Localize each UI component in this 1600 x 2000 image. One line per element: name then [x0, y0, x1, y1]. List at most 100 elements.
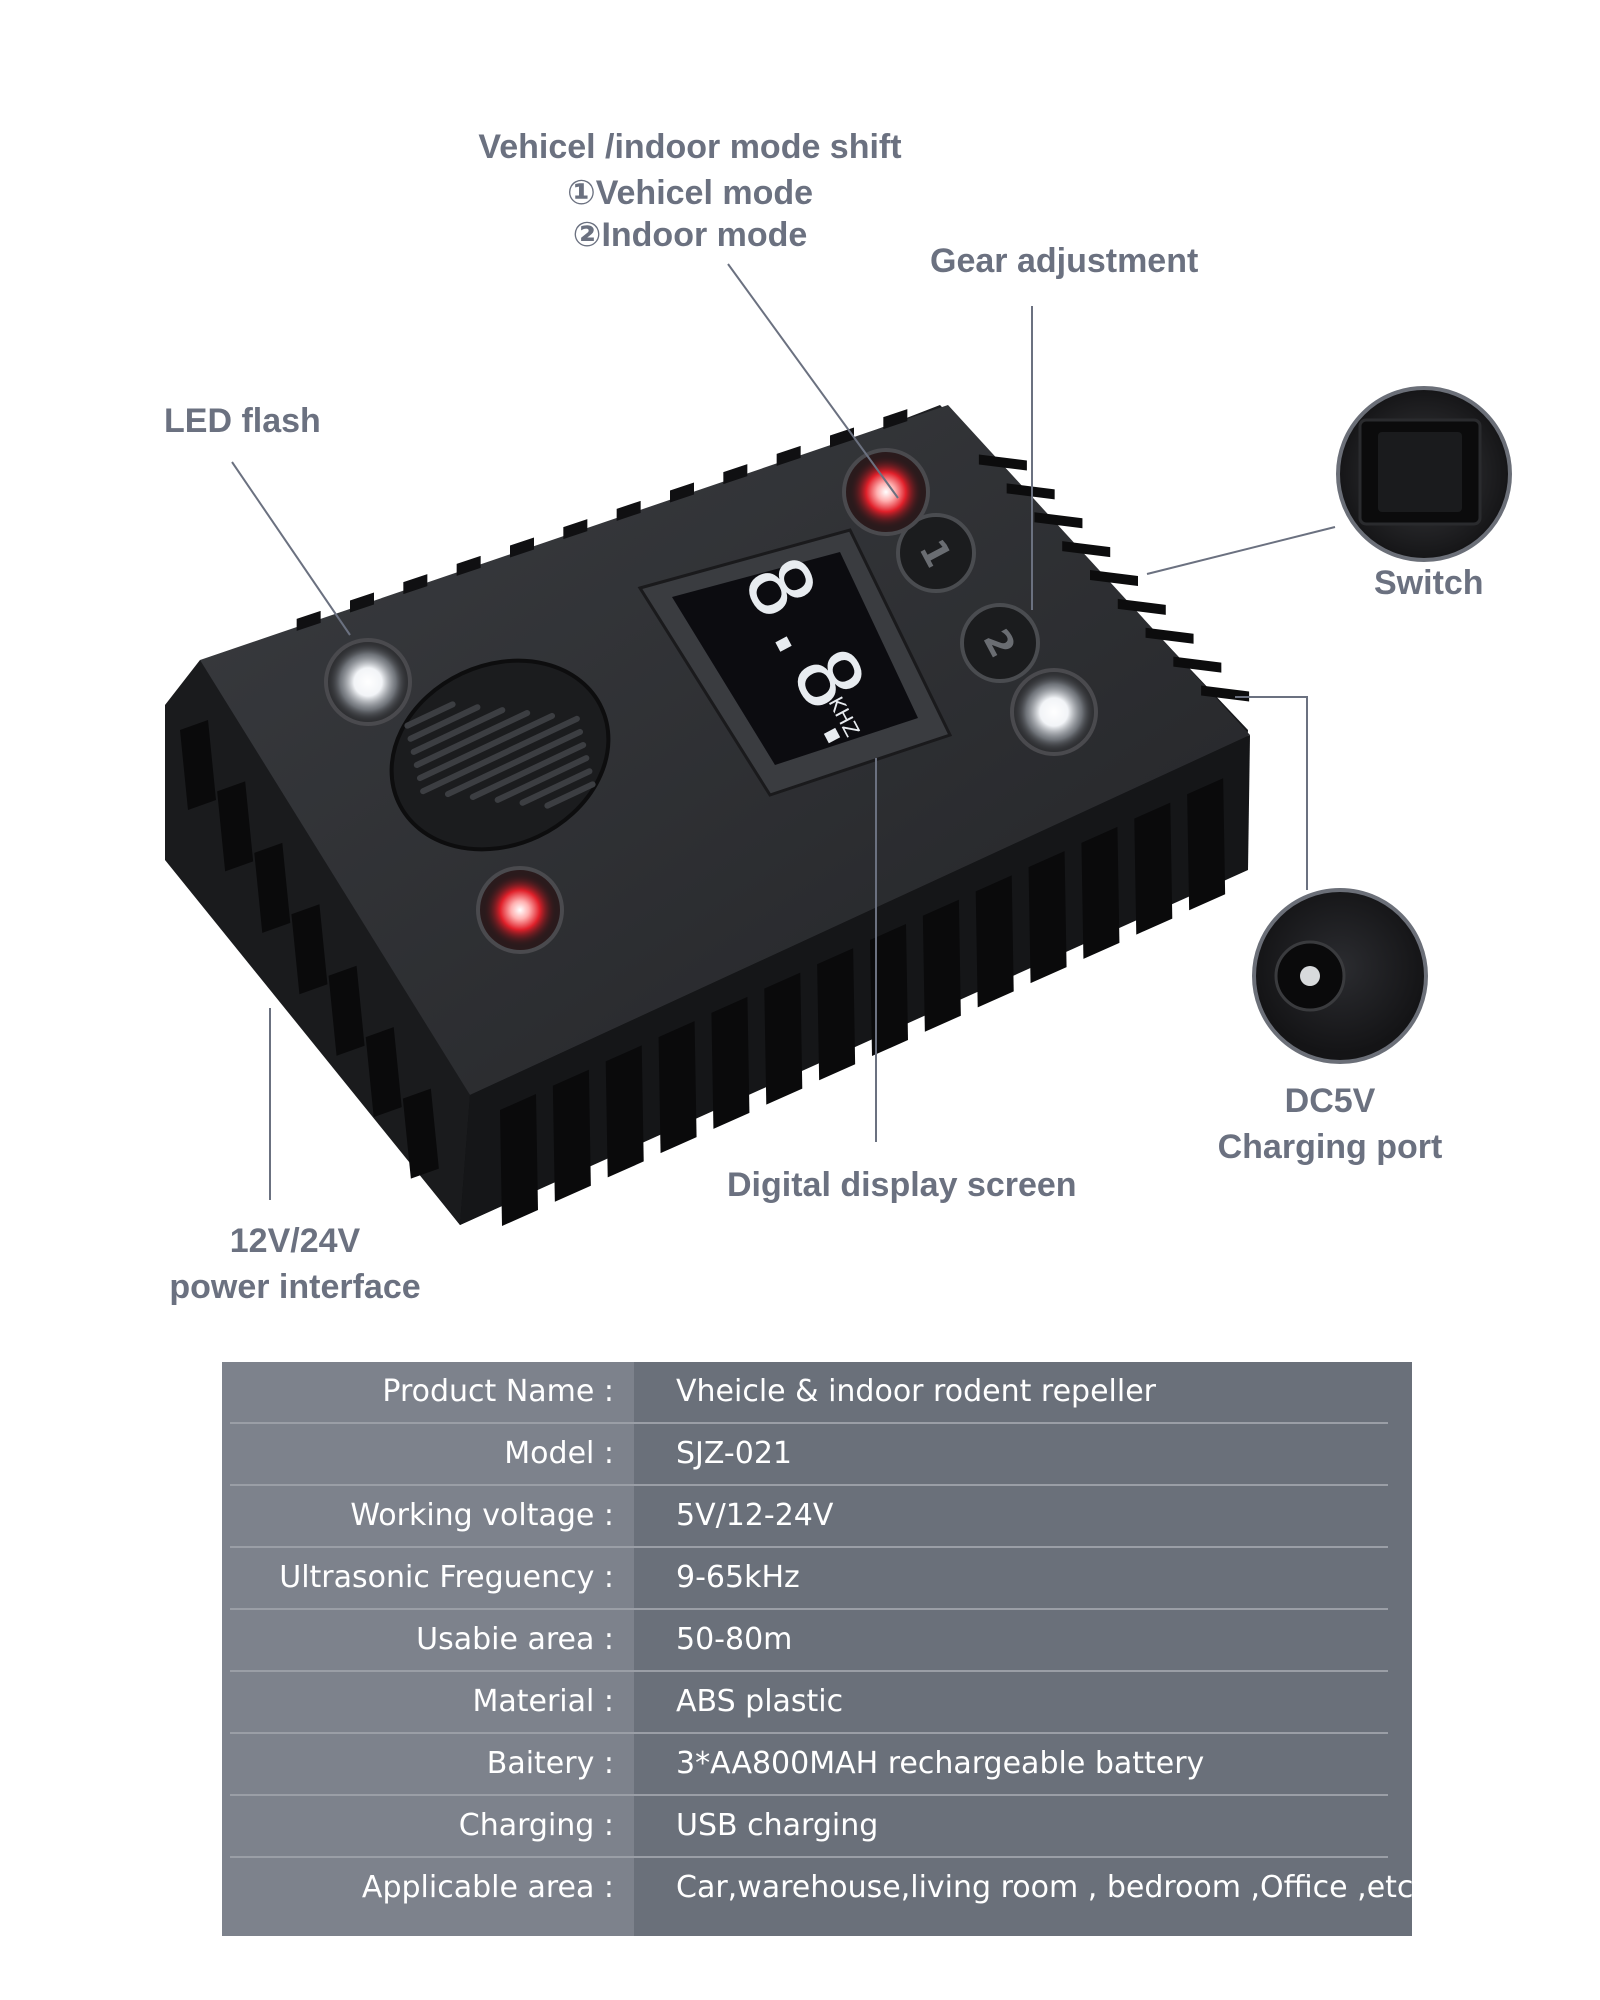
ridge [296, 610, 321, 631]
spec-label: Charging : [458, 1808, 614, 1843]
spec-label: Model : [504, 1436, 614, 1471]
grille-slot [416, 712, 556, 782]
ridge [217, 781, 254, 872]
speaker-grille [389, 658, 611, 852]
mode-button-2[interactable]: 2 [960, 603, 1040, 683]
ridge [552, 1069, 591, 1202]
spec-table-value-column [634, 1362, 1412, 1936]
callout-mode-shift-title: Vehicel /indoor mode shift [478, 128, 902, 166]
digital-display-screen: 8.8. KHZ [637, 528, 953, 797]
ridge [402, 1088, 439, 1179]
spec-label: Baitery : [486, 1746, 614, 1781]
spec-value: SJZ-021 [676, 1436, 793, 1471]
ridge [328, 965, 365, 1056]
spec-value: 5V/12-24V [676, 1498, 834, 1533]
spec-label: Usabie area : [416, 1622, 614, 1657]
spec-label: Product Name : [382, 1374, 614, 1409]
ridge [883, 409, 908, 430]
callout-led-flash: LED flash [164, 402, 321, 440]
spec-row: Usabie area : 50-80m [230, 1610, 1388, 1672]
callout-dc5v-line2: Charging port [1217, 1128, 1443, 1166]
grille-slot [469, 742, 587, 800]
ridge [922, 899, 961, 1032]
ridge [870, 924, 908, 1056]
ridge [764, 972, 803, 1105]
spec-value: ABS plastic [676, 1684, 844, 1719]
spec-row: Baitery : 3*AA800MAH rechargeable battery [230, 1734, 1388, 1796]
callout-gear-adjustment: Gear adjustment [930, 242, 1199, 280]
ridge [616, 500, 641, 521]
ridge [254, 842, 291, 933]
spec-row: Applicable area : Car,warehouse,living ro… [230, 1858, 1413, 1920]
grille-slot [494, 755, 590, 803]
led-white-right [1010, 668, 1098, 756]
spec-row: Ultrasonic Freguency : 9-65kHz [230, 1548, 1388, 1610]
ridge [1134, 802, 1173, 935]
led-white-left [324, 638, 412, 726]
ridge [1145, 627, 1194, 644]
spec-value: Car,warehouse,living room , bedroom ,Off… [676, 1870, 1414, 1905]
grille-slot [544, 781, 596, 809]
callout-dc5v-line1: DC5V [1284, 1082, 1376, 1120]
ridge [1173, 656, 1222, 673]
ridge [1062, 541, 1111, 558]
spec-value: Vheicle & indoor rodent repeller [676, 1374, 1156, 1409]
grip-ridges-left [180, 720, 439, 1179]
grille-slot [410, 707, 506, 755]
spec-label: Ultrasonic Freguency : [279, 1560, 614, 1595]
ridge [830, 427, 854, 448]
spec-label: Working voltage : [350, 1498, 614, 1533]
spec-value: 9-65kHz [676, 1560, 800, 1595]
spec-row: Charging : USB charging [230, 1796, 1388, 1858]
callout-digital-display: Digital display screen [727, 1166, 1077, 1204]
ridge [1117, 598, 1166, 615]
spec-table: Product Name : Vheicle & indoor rodent re… [222, 1362, 1413, 1936]
ridge [350, 592, 374, 613]
ridge [500, 1094, 538, 1226]
spec-label: Material : [472, 1684, 614, 1719]
spec-row: Product Name : Vheicle & indoor rodent re… [230, 1362, 1388, 1424]
callout-indoor-mode: ②Indoor mode [572, 216, 808, 254]
ridge [817, 948, 856, 1081]
led-red-top [842, 448, 930, 536]
led-red-bottom [476, 866, 564, 954]
spec-value: 3*AA800MAH rechargeable battery [676, 1746, 1205, 1781]
mode-button-1[interactable]: 1 [896, 513, 976, 593]
ridge [978, 454, 1027, 471]
spec-row: Material : ABS plastic [230, 1672, 1388, 1734]
device-body [165, 405, 1250, 1225]
ridge [605, 1045, 644, 1178]
spec-row: Model : SJZ-021 [230, 1424, 1388, 1486]
ridge [711, 996, 750, 1129]
ridge [1006, 483, 1055, 500]
ridge [1081, 826, 1120, 959]
switch-inset[interactable] [1336, 386, 1512, 562]
leader-lines [231, 263, 1336, 1200]
callout-dc5v: DC5V Charging port [1210, 1078, 1450, 1170]
callout-power-line1: 12V/24V [229, 1222, 361, 1260]
ridge [1034, 512, 1083, 529]
grille-slot [407, 704, 481, 742]
callout-switch: Switch [1374, 564, 1484, 602]
ridge [1090, 570, 1138, 586]
ridge [403, 574, 428, 595]
spec-value: USB charging [676, 1808, 879, 1843]
callout-vehicle-mode: ①Vehicel mode [566, 174, 814, 212]
ridge [365, 1027, 402, 1118]
callout-power-interface: 12V/24V power interface [165, 1218, 425, 1310]
callout-mode-shift: Vehicel /indoor mode shift ①Vehicel mode… [470, 124, 910, 258]
callout-power-line2: power interface [169, 1268, 421, 1306]
ridge [1028, 851, 1067, 984]
grille-slot [420, 715, 580, 795]
ridge [510, 537, 534, 558]
spec-value: 50-80m [676, 1622, 793, 1657]
grille-slot [413, 710, 531, 768]
ridge [776, 445, 801, 466]
grille-slot [404, 701, 456, 729]
grip-ridges-top [296, 409, 908, 631]
ridge [723, 464, 748, 485]
dc-port-inset[interactable] [1252, 888, 1428, 1064]
spec-label: Applicable area : [361, 1870, 614, 1905]
rodent-repeller-device: 8.8. KHZ 1 2 [165, 263, 1512, 1226]
